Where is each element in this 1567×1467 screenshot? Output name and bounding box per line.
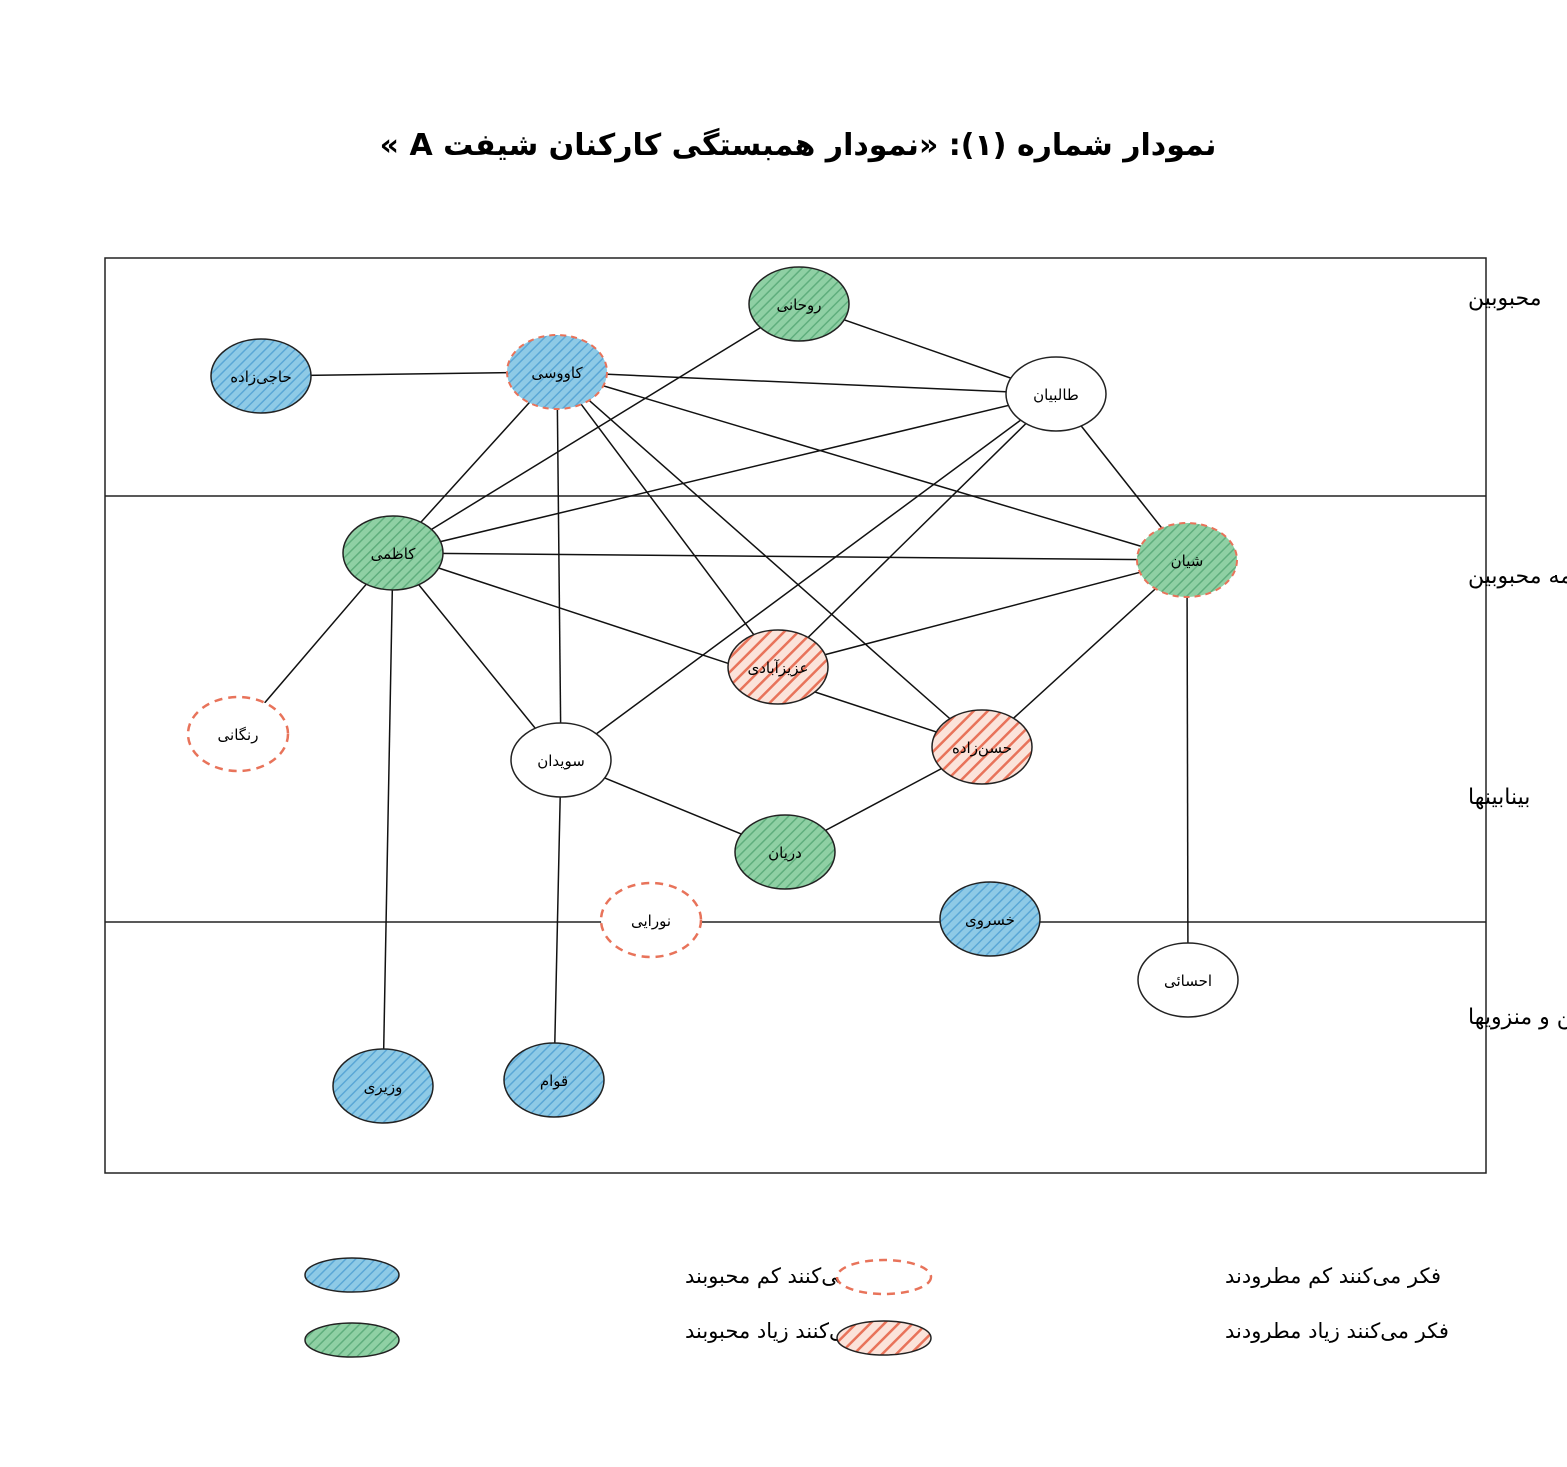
node-label-nouraei: نورایی — [631, 912, 671, 930]
edge-talebian-azizabadi — [777, 393, 1057, 668]
node-rangani: رنگانی — [186, 695, 290, 773]
node-label-daryan: دریان — [768, 844, 802, 862]
node-label-shayan: شیان — [1171, 552, 1204, 570]
edge-shayan-azizabadi — [777, 559, 1188, 668]
node-shape-ghavam — [503, 1042, 605, 1118]
node-talebian: طالبیان — [1005, 356, 1107, 432]
node-kazemi: کاظمی — [342, 515, 444, 591]
legend-swatch-high-rejected — [836, 1320, 932, 1356]
node-label-azizabadi: عزیزآبادی — [747, 659, 808, 677]
node-shape-hasanzadeh — [931, 709, 1033, 785]
node-khosravi: خسروی — [939, 881, 1041, 957]
legend-swatch-low-popular — [304, 1257, 400, 1293]
zone-label-in-between: بینابینها — [1468, 785, 1530, 810]
node-label-hajizadeh: حاجی‌زاده — [230, 368, 292, 386]
node-hajizadeh: حاجی‌زاده — [210, 338, 312, 414]
diagram-title: نمودار شماره (۱): «نمودار همبستگی کارکنا… — [380, 127, 1217, 163]
edges-layer — [237, 303, 1189, 1087]
node-shape-shayan — [1136, 522, 1238, 598]
node-ehsaei: احسائی — [1137, 942, 1239, 1018]
nodes-layer: روحانی حاجی‌زاده کاووسی طالبیان کاظمی شیان عزی… — [186, 266, 1239, 1124]
node-soveidan: سویدان — [510, 722, 612, 798]
node-shape-hajizadeh — [210, 338, 312, 414]
edge-kazemi-soveidan — [392, 552, 562, 761]
node-shape-kavousi — [506, 334, 608, 410]
node-label-kavousi: کاووسی — [531, 364, 583, 382]
node-shape-talebian — [1005, 356, 1107, 432]
node-shape-ehsaei — [1137, 942, 1239, 1018]
node-label-hasanzadeh: حسن‌زاده — [952, 739, 1012, 757]
edge-kavousi-azizabadi — [556, 371, 779, 668]
node-label-khosravi: خسروی — [965, 911, 1015, 929]
edge-talebian-soveidan — [560, 393, 1057, 761]
legend-label-high-rejected: فکر می‌کنند زیاد مطرودند — [1225, 1319, 1449, 1343]
edge-soveidan-ghavam — [553, 759, 562, 1081]
diagram-frame — [104, 257, 1487, 1174]
node-shape-kazemi — [342, 515, 444, 591]
legend-swatch-low-rejected — [835, 1258, 933, 1296]
edge-shayan-ehsaei — [1186, 559, 1189, 981]
node-shape-khosravi — [939, 881, 1041, 957]
edge-kavousi-talebian — [556, 371, 1057, 395]
node-ghavam: قوام — [503, 1042, 605, 1118]
node-kavousi: کاووسی — [506, 334, 608, 410]
edge-kazemi-hasanzadeh — [392, 552, 983, 748]
node-vaziri: وزیری — [332, 1048, 434, 1124]
node-label-rangani: رنگانی — [218, 726, 259, 744]
edge-talebian-kazemi — [392, 393, 1057, 554]
zone-label-popular: محبوبین — [1468, 286, 1542, 311]
node-shape-rangani — [186, 695, 290, 773]
zone-label-rejected-isolated: مطرودین و منزویها — [1468, 1005, 1567, 1030]
edge-kavousi-shayan — [556, 371, 1188, 561]
edge-kavousi-hasanzadeh — [556, 371, 983, 748]
node-label-vaziri: وزیری — [364, 1078, 403, 1096]
legend: فکر می‌کنند کم محبوبند فکر می‌کنند زیاد … — [304, 1257, 1449, 1358]
node-daryan: دریان — [734, 814, 836, 890]
node-label-kazemi: کاظمی — [371, 545, 417, 563]
node-shape-rouhani — [748, 266, 850, 342]
node-label-ghavam: قوام — [540, 1072, 568, 1090]
legend-label-low-rejected: فکر می‌کنند کم مطرودند — [1225, 1264, 1441, 1289]
node-label-talebian: طالبیان — [1033, 386, 1079, 404]
node-azizabadi: عزیزآبادی — [727, 629, 829, 705]
node-shape-vaziri — [332, 1048, 434, 1124]
node-hasanzadeh: حسن‌زاده — [931, 709, 1033, 785]
edge-shayan-hasanzadeh — [981, 559, 1188, 748]
node-shape-nouraei — [599, 881, 703, 959]
node-nouraei: نورایی — [599, 881, 703, 959]
edge-rouhani-kazemi — [392, 303, 800, 554]
node-shape-daryan — [734, 814, 836, 890]
node-shape-soveidan — [510, 722, 612, 798]
node-label-soveidan: سویدان — [537, 752, 585, 770]
node-shayan: شیان — [1136, 522, 1238, 598]
node-label-rouhani: روحانی — [776, 296, 821, 314]
node-shape-azizabadi — [727, 629, 829, 705]
legend-swatch-high-popular — [304, 1322, 400, 1358]
node-rouhani: روحانی — [748, 266, 850, 342]
edge-kavousi-soveidan — [556, 371, 562, 761]
zone-label-semi-popular: نیمه محبوبین — [1468, 564, 1567, 589]
edge-kazemi-shayan — [392, 552, 1188, 561]
node-label-ehsaei: احسائی — [1164, 972, 1212, 990]
edge-kazemi-vaziri — [382, 552, 394, 1087]
